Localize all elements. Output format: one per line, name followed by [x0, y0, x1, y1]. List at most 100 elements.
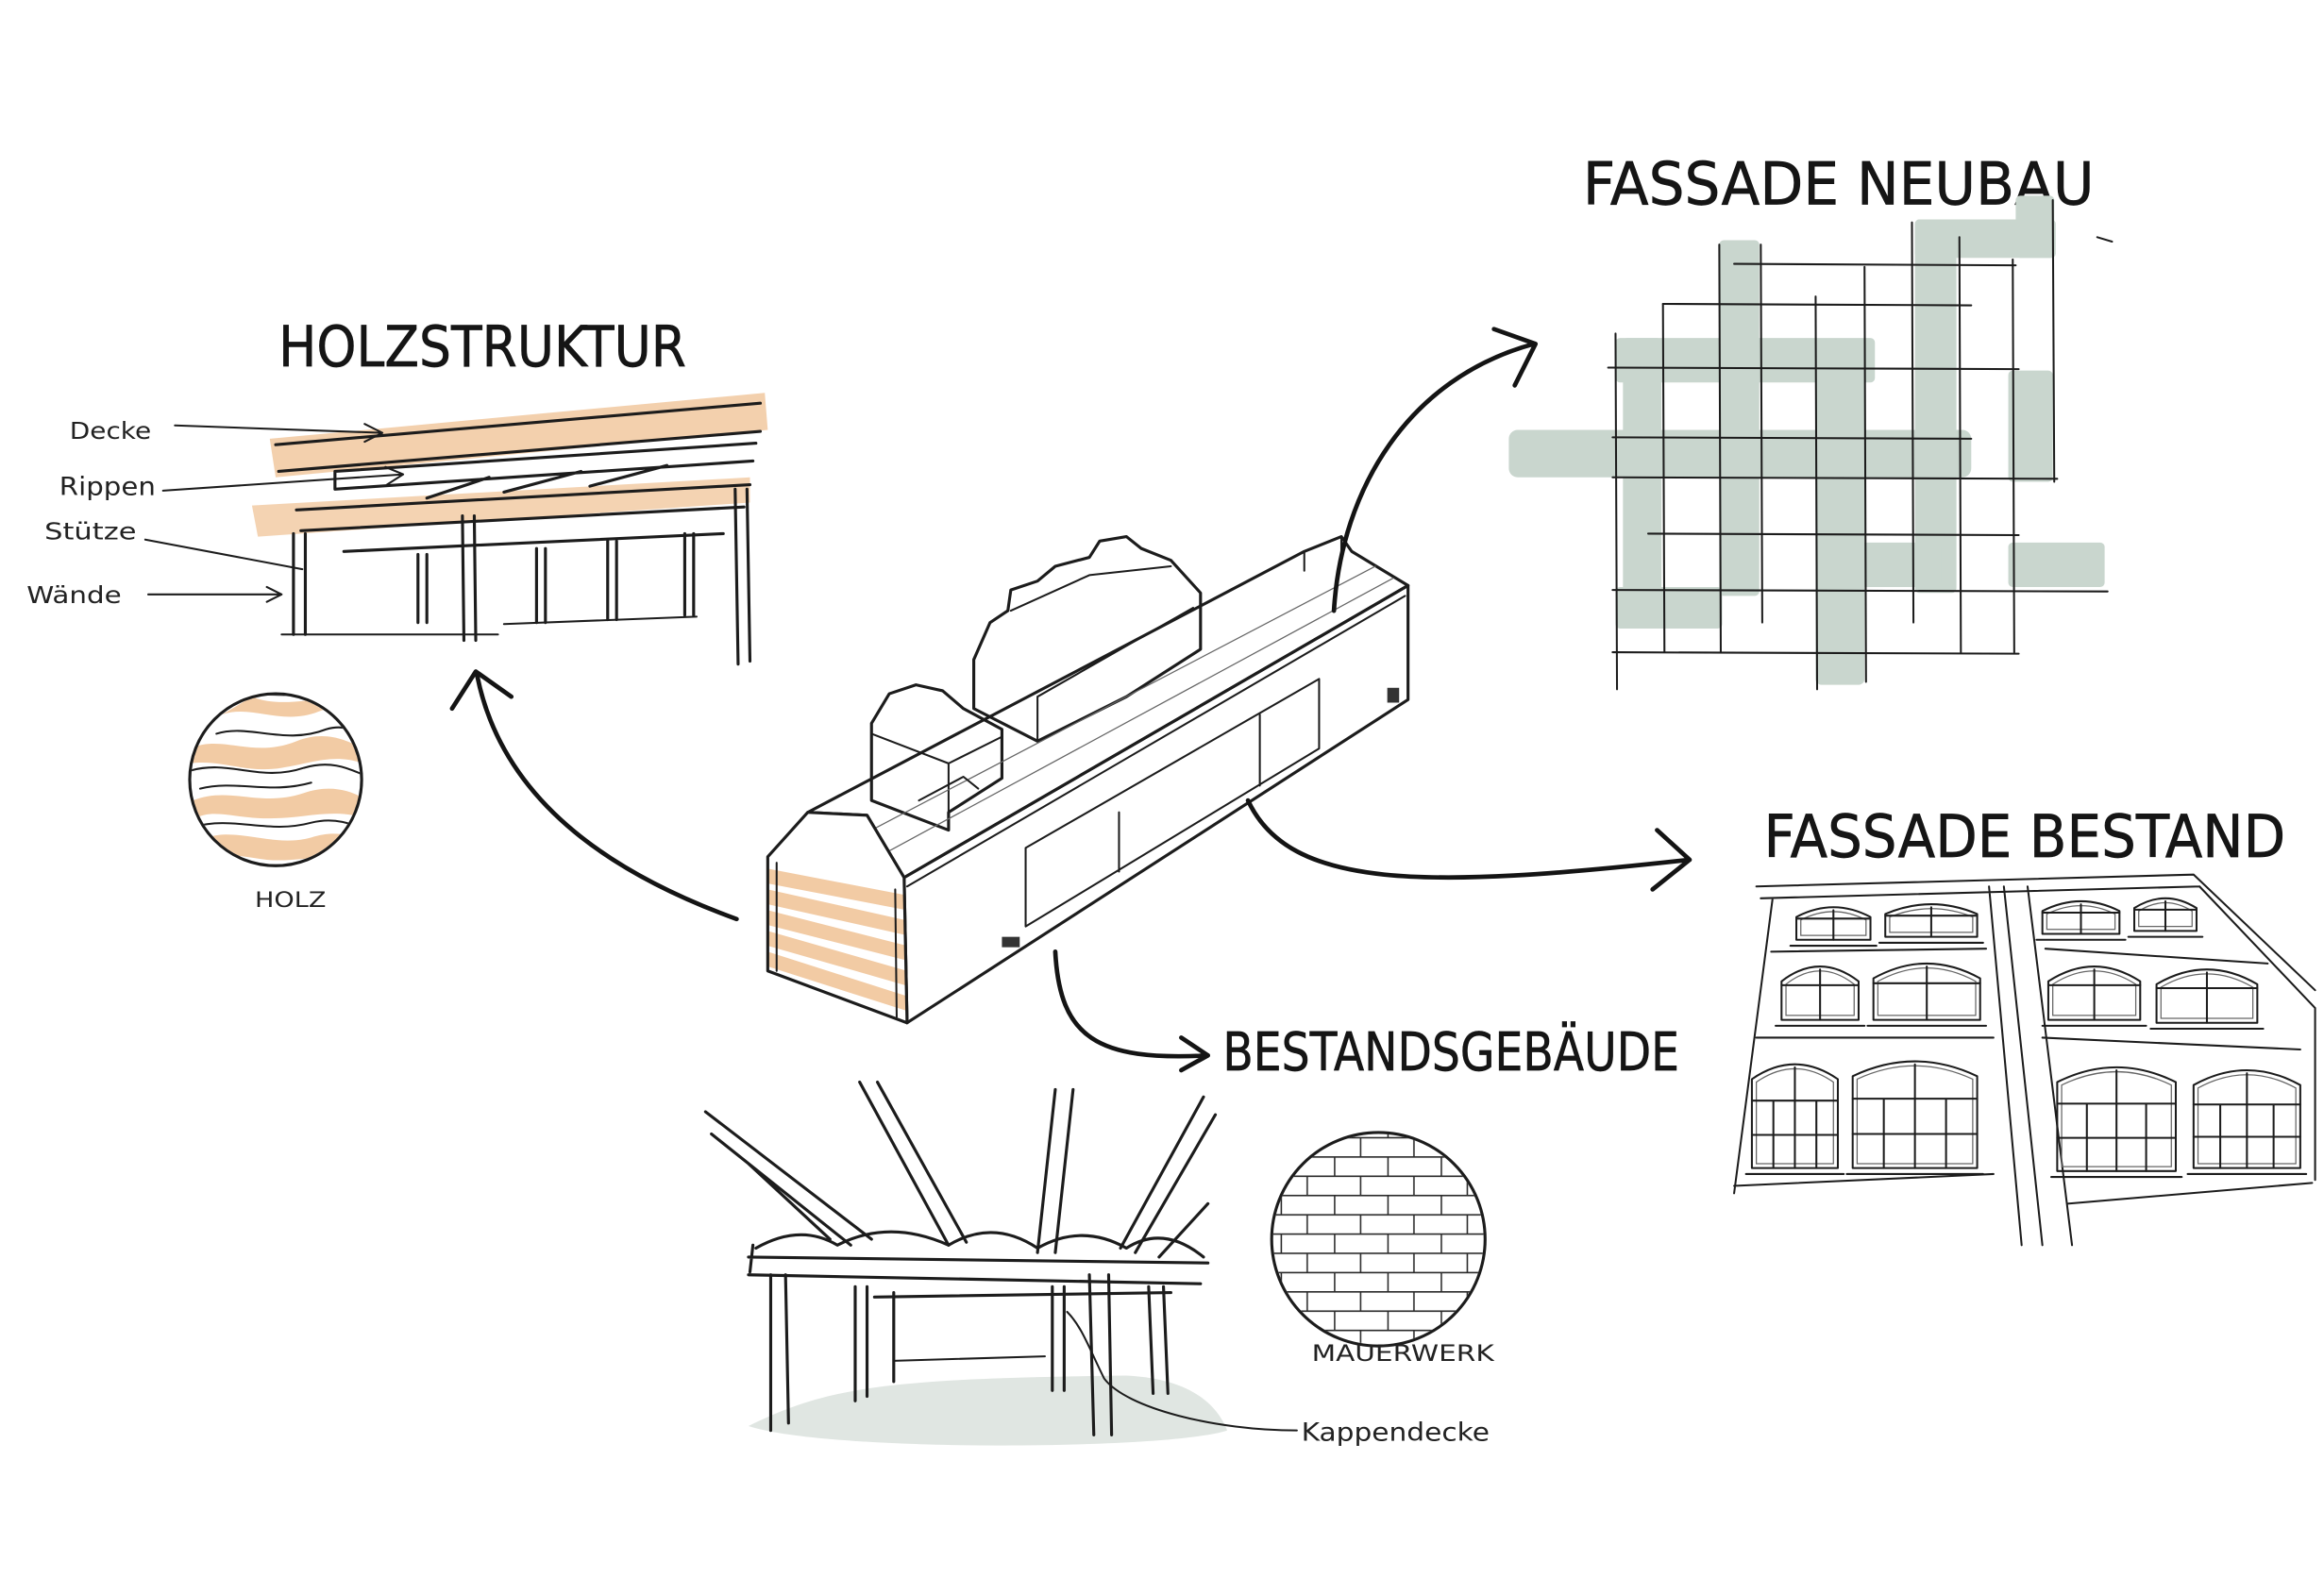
label-waende: Wände [26, 581, 121, 609]
wood-floor-stripe [767, 889, 907, 936]
grid-line-horizontal [1661, 302, 1973, 307]
leader-kappendecke [1066, 1310, 1298, 1432]
arched-window [2127, 897, 2204, 938]
window-frame [1795, 906, 1872, 941]
end-face-inner-edges [775, 862, 898, 1018]
green-band [1719, 240, 1760, 596]
window-frame [1750, 1063, 1840, 1169]
bestand-windows [1744, 897, 2308, 1179]
window-inner-frame [1856, 1065, 1974, 1165]
window-frame [2056, 1066, 2178, 1172]
wood-grain [191, 736, 361, 770]
window-mullions [1780, 968, 1860, 1021]
arched-window [2149, 968, 2265, 1031]
green-band [1820, 542, 1942, 587]
holzstruktur-sketch [251, 393, 768, 666]
arched-window [1878, 903, 1984, 944]
arched-window [2035, 899, 2127, 941]
window-inner-frame [2061, 1070, 2172, 1167]
end-face-outline [766, 811, 909, 1025]
column-lines [292, 487, 752, 666]
green-band [1615, 338, 1876, 383]
arrow-to-fassade-bestand [1245, 798, 1692, 892]
kappendecke-vaults [754, 1230, 1205, 1259]
window-frame [1851, 1060, 1979, 1169]
wood-grain [193, 788, 361, 819]
floor-shade [748, 1375, 1228, 1446]
rear-building-edges [870, 732, 1003, 814]
window-inner-frame [1756, 1067, 1834, 1165]
window-mullions [2192, 1072, 2301, 1169]
neubau-tick [2096, 236, 2113, 243]
arched-window [1866, 962, 1988, 1027]
small-window [1002, 936, 1020, 948]
interior-columns [768, 1273, 1170, 1436]
central-building [766, 534, 1410, 1025]
label-decke: Decke [70, 417, 151, 445]
window-mullions [2046, 968, 2142, 1021]
arched-window [1789, 906, 1878, 948]
green-band [1914, 219, 1957, 594]
mauerwerk-material-swatch: MAUERWERK [1270, 1131, 1494, 1367]
grid-line-vertical [1760, 243, 1763, 624]
roof-details [918, 535, 1343, 802]
window-inner-frame [1877, 967, 1977, 1016]
grid-line-vertical [2012, 258, 2015, 654]
green-band [2008, 370, 2053, 482]
grid-line-vertical [2051, 199, 2056, 483]
title-fassade-neubau: FASSADE NEUBAU [1583, 150, 2095, 219]
grid-line-horizontal [1611, 436, 1973, 440]
label-holz: HOLZ [255, 889, 326, 913]
window-frame [1780, 965, 1860, 1021]
holz-material-swatch: HOLZ [188, 692, 363, 913]
window-mullions [2132, 899, 2198, 932]
title-holzstruktur: HOLZSTRUKTUR [278, 315, 686, 380]
floor-lines [280, 615, 698, 636]
grid-line-vertical [1814, 295, 1819, 691]
arrow-to-bestandsgebaeude [1053, 949, 1211, 1073]
wood-floor-stripe [767, 951, 907, 1012]
green-band [1623, 338, 1662, 628]
roof-ridge [870, 565, 1394, 852]
facade-cornice [905, 595, 1406, 888]
grid-line-vertical [1863, 265, 1867, 683]
window-inner-frame [2197, 1074, 2297, 1165]
window-mullions [1872, 965, 1981, 1021]
leader-rippen [161, 465, 405, 492]
grid-line-horizontal [1611, 589, 2109, 593]
wood-grain-lines [191, 695, 361, 865]
window-mullions [2155, 971, 2259, 1024]
back-wall-line [892, 1355, 1046, 1362]
grid-line-vertical [1911, 221, 1915, 624]
green-band [1815, 341, 1865, 685]
window-band-step [1118, 714, 1261, 873]
green-band [1615, 586, 1723, 629]
green-band [2015, 195, 2055, 259]
title-bestandsgebaeude: BESTANDSGEBÄUDE [1222, 1020, 1679, 1083]
green-bands [1508, 195, 2105, 685]
window-frame [2132, 897, 2198, 932]
long-facade [902, 583, 1410, 1025]
fassade-neubau-sketch [1508, 195, 2113, 691]
window-band [1024, 678, 1321, 928]
leader-stuetze [143, 538, 304, 571]
label-stuetze: Stütze [44, 518, 136, 546]
grid-line-vertical [1614, 332, 1619, 691]
main-girder [747, 1243, 1210, 1299]
ceiling-beams [703, 1080, 1218, 1259]
arched-window [1845, 1060, 1984, 1175]
arched-window [2050, 1066, 2183, 1179]
rear-building [869, 683, 1003, 832]
window-mullions [2056, 1068, 2178, 1172]
title-fassade-bestand: FASSADE BESTAND [1763, 802, 2285, 871]
window-mullions [1795, 909, 1872, 941]
arched-window [1775, 965, 1866, 1027]
window-mullions [1750, 1066, 1840, 1169]
window-frame [2041, 899, 2121, 935]
window-mullions [1884, 906, 1979, 938]
holz-circle-outline [188, 692, 363, 867]
wood-floor-stripe [767, 868, 907, 911]
leader-waende [146, 585, 283, 603]
wood-floor-stripe [767, 931, 907, 986]
